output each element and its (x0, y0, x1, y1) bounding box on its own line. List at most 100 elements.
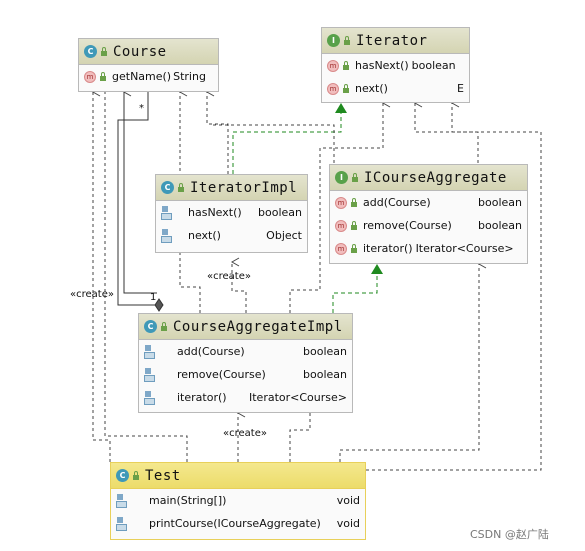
class-course-aggregate-impl[interactable]: C CourseAggregateImpl add(Course) boolea… (138, 313, 353, 413)
lock-icon (351, 221, 357, 230)
realization-line-iterimpl-iterator (232, 112, 342, 174)
create-label-test-course: «create» (70, 289, 114, 300)
class-iterator-impl[interactable]: C IteratorImpl hasNext() boolean next() … (155, 174, 308, 253)
multiplicity-one-label: 1 (150, 292, 157, 303)
lock-icon (178, 183, 184, 192)
method-row[interactable]: m add(Course) boolean (330, 191, 527, 214)
dependency-line-impl-iterator (289, 98, 391, 313)
class-kind-icon: C (84, 45, 97, 58)
method-icon: m (327, 59, 339, 72)
method-icon: m (335, 219, 347, 232)
method-name: next() (355, 82, 388, 95)
create-label-test-impl: «create» (223, 428, 267, 439)
watermark: CSDN @赵广陆 (470, 528, 549, 541)
method-name: getName() (112, 70, 172, 83)
aggregation-line (117, 92, 157, 306)
method-type: boolean (478, 196, 522, 209)
class-kind-icon: C (144, 320, 157, 333)
method-name: iterator() (177, 391, 227, 404)
method-row[interactable]: m getName() String (79, 65, 218, 88)
method-type: Iterator<Course> (415, 242, 514, 255)
method-type: String (173, 70, 206, 83)
lock-icon (343, 61, 349, 70)
dependency-line-iterimpl-course (205, 87, 229, 174)
multiplicity-many-label: * (139, 103, 144, 114)
method-name: add(Course) (363, 196, 431, 209)
class-name: Test (145, 467, 181, 484)
class-header: I Iterator (322, 28, 469, 54)
method-icon: m (335, 242, 347, 255)
class-course[interactable]: C Course m getName() String (78, 38, 219, 92)
class-test[interactable]: C Test main(String[]) void printCourse(I… (110, 462, 366, 540)
method-row[interactable]: m iterator() Iterator<Course> (330, 237, 527, 260)
realization-line-impl-icourseagg (332, 273, 378, 313)
method-row[interactable]: printCourse(ICourseAggregate) void (111, 512, 365, 535)
method-row[interactable]: hasNext() boolean (156, 201, 307, 224)
method-name: remove(Course) (363, 219, 452, 232)
dependency-line-test-iterator (366, 98, 542, 471)
method-name: hasNext() (188, 206, 242, 219)
lock-icon (101, 47, 107, 56)
class-kind-icon: C (161, 181, 174, 194)
method-row[interactable]: iterator() Iterator<Course> (139, 386, 352, 409)
dependency-line-test-impl-2 (289, 413, 311, 462)
method-type: boolean (258, 206, 302, 219)
implemented-method-icon (144, 390, 157, 405)
method-row[interactable]: add(Course) boolean (139, 340, 352, 363)
lock-icon (352, 173, 358, 182)
class-name: IteratorImpl (190, 179, 298, 196)
realization-arrow-iterator (335, 103, 347, 113)
implemented-method-icon (116, 516, 129, 531)
lock-icon (100, 72, 106, 81)
lock-icon (133, 471, 139, 480)
interface-kind-icon: I (335, 171, 348, 184)
method-type: boolean (303, 345, 347, 358)
class-header: C CourseAggregateImpl (139, 314, 352, 340)
class-name: Iterator (356, 32, 428, 49)
method-name: hasNext() (355, 59, 409, 72)
method-type: Object (266, 229, 302, 242)
method-type: E (457, 82, 464, 95)
method-name: main(String[]) (149, 494, 227, 507)
method-row[interactable]: m hasNext() boolean (322, 54, 469, 77)
method-name: remove(Course) (177, 368, 266, 381)
interface-icourse-aggregate[interactable]: I ICourseAggregate m add(Course) boolean… (329, 164, 528, 264)
lock-icon (343, 84, 349, 93)
interface-kind-icon: I (327, 34, 340, 47)
method-icon: m (84, 70, 96, 83)
implemented-method-icon (161, 228, 174, 243)
method-name: next() (188, 229, 221, 242)
method-row[interactable]: m remove(Course) boolean (330, 214, 527, 237)
dependency-line-impl-course (178, 87, 201, 313)
realization-arrow-icourseagg (371, 264, 383, 274)
aggregation-line-2 (122, 87, 157, 294)
class-name: CourseAggregateImpl (173, 318, 343, 335)
method-type: void (336, 494, 360, 507)
implemented-method-icon (144, 367, 157, 382)
dependency-line-icourseagg-iterator (413, 98, 479, 163)
method-name: add(Course) (177, 345, 245, 358)
method-type: boolean (303, 368, 347, 381)
class-name: ICourseAggregate (364, 169, 507, 186)
dependency-line-test-icourseagg (339, 259, 487, 462)
method-row[interactable]: main(String[]) void (111, 489, 365, 512)
class-header: C IteratorImpl (156, 175, 307, 201)
implemented-method-icon (161, 205, 174, 220)
dependency-line-test-course-2 (104, 92, 188, 462)
method-row[interactable]: m next() E (322, 77, 469, 100)
implemented-method-icon (144, 344, 157, 359)
method-icon: m (335, 196, 347, 209)
interface-iterator[interactable]: I Iterator m hasNext() boolean m next() … (321, 27, 470, 103)
method-type: boolean (411, 59, 456, 72)
method-row[interactable]: remove(Course) boolean (139, 363, 352, 386)
method-row[interactable]: next() Object (156, 224, 307, 247)
class-header: I ICourseAggregate (330, 165, 527, 191)
dependency-line-icourseagg-course (210, 124, 335, 163)
create-label-impl-iteratorimpl: «create» (207, 271, 251, 282)
method-type: void (336, 517, 360, 530)
create-line-impl-iterimpl (230, 257, 247, 313)
aggregation-diamond (154, 298, 164, 312)
lock-icon (344, 36, 350, 45)
lock-icon (161, 322, 167, 331)
